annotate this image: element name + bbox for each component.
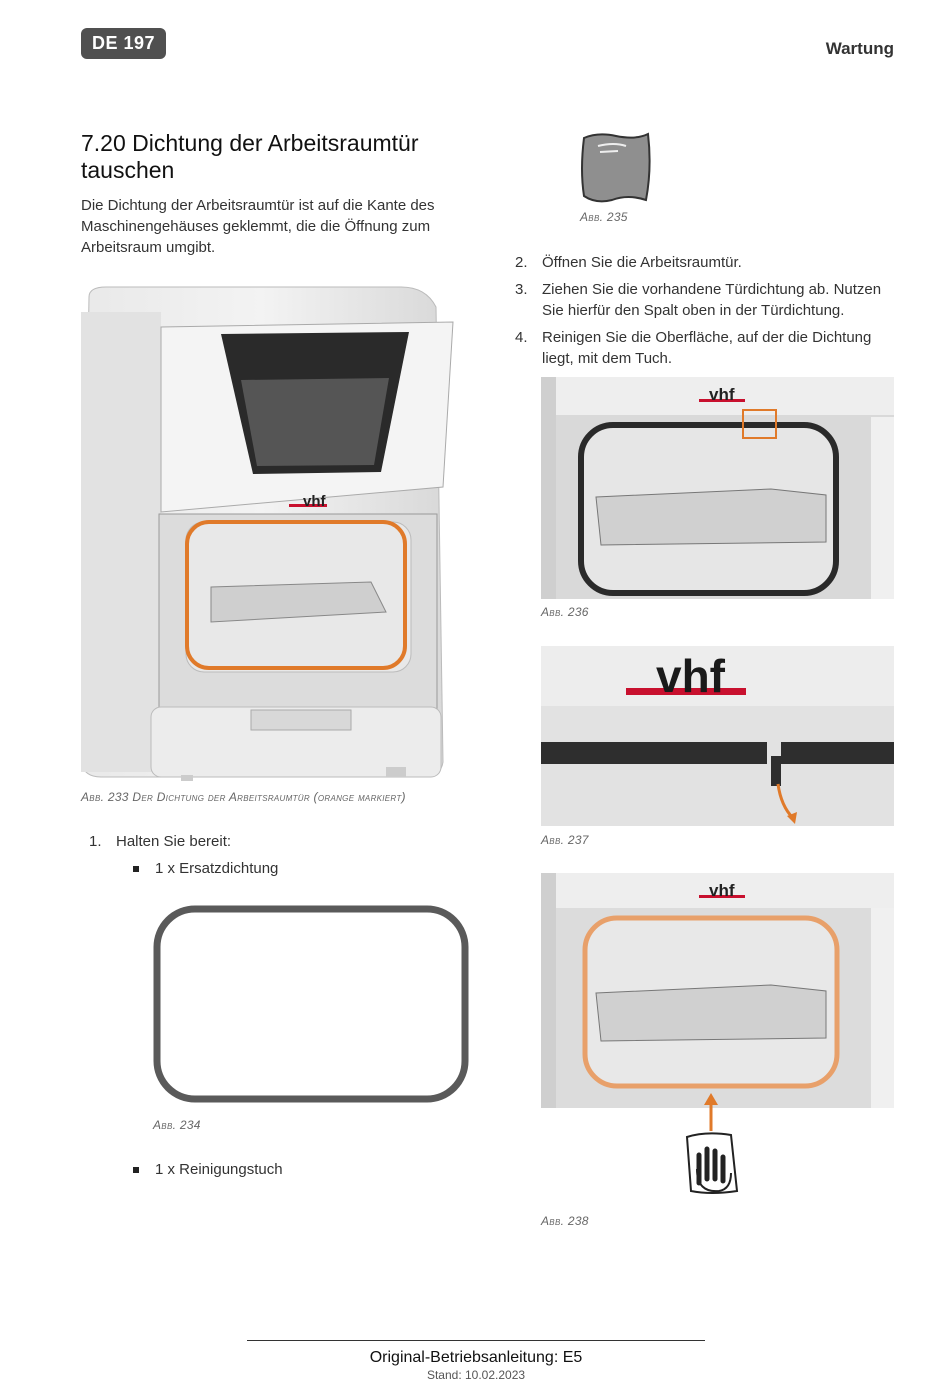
bullet-text: 1 x Ersatzdichtung xyxy=(155,860,279,877)
svg-text:vhf: vhf xyxy=(709,385,735,404)
figure-caption-237: Abb. 237 xyxy=(541,833,589,847)
step-3: 3. Ziehen Sie die vorhandene Türdichtung… xyxy=(515,279,905,323)
step-number: 2. xyxy=(515,254,528,271)
seal-gap-detail: vhf xyxy=(541,646,894,826)
vhf-logo: vhf xyxy=(289,493,327,510)
svg-text:vhf: vhf xyxy=(656,650,726,702)
bullet-reinigungstuch: 1 x Reinigungstuch xyxy=(133,1161,433,1181)
figure-caption-233: Abb. 233 Der Dichtung der Arbeitsraumtür… xyxy=(81,790,406,804)
section-title: 7.20 Dichtung der Arbeitsraumtür tausche… xyxy=(81,130,419,183)
footer-title: Original-Betriebsanleitung: E5 xyxy=(369,1349,583,1366)
svg-text:vhf: vhf xyxy=(303,493,327,510)
cleaning-surface-view: vhf xyxy=(541,873,894,1208)
step-1: 1. Halten Sie bereit: xyxy=(89,831,469,853)
door-seal-view: vhf xyxy=(541,377,894,599)
step-number: 3. xyxy=(515,281,528,298)
step-4: 4. Reinigen Sie die Oberfläche, auf der … xyxy=(515,327,905,371)
bullet-text: 1 x Reinigungstuch xyxy=(155,1161,283,1178)
page-number-badge: DE 197 xyxy=(81,28,166,59)
cleaning-cloth-icon xyxy=(581,132,651,203)
step-text-line2: liegt, mit dem Tuch. xyxy=(542,350,673,367)
wiping-hand-icon xyxy=(685,1132,739,1194)
step-text: Halten Sie bereit: xyxy=(116,833,232,850)
bullet-marker xyxy=(133,1167,139,1173)
step-number: 4. xyxy=(515,329,528,346)
footer-date: Stand: 10.02.2023 xyxy=(426,1368,526,1382)
replacement-gasket-illustration xyxy=(153,905,469,1103)
machine-illustration: vhf xyxy=(81,282,456,787)
footer-divider xyxy=(247,1340,705,1341)
step-text-line1: Ziehen Sie die vorhandene Türdichtung ab… xyxy=(542,281,882,298)
step-text-line2: Sie hierfür den Spalt oben in der Türdic… xyxy=(542,302,845,319)
bullet-marker xyxy=(133,866,139,872)
section-header: Wartung xyxy=(825,39,894,58)
figure-caption-234: Abb. 234 xyxy=(153,1118,201,1132)
figure-caption-236: Abb. 236 xyxy=(541,605,589,619)
step-text: Öffnen Sie die Arbeitsraumtür. xyxy=(542,254,742,271)
step-2: 2. Öffnen Sie die Arbeitsraumtür. xyxy=(515,252,895,274)
step-text-line1: Reinigen Sie die Oberfläche, auf der die… xyxy=(542,329,872,346)
intro-text: Die Dichtung der Arbeitsraumtür ist auf … xyxy=(81,197,435,256)
svg-text:vhf: vhf xyxy=(709,881,735,900)
bullet-ersatzdichtung: 1 x Ersatzdichtung xyxy=(133,860,433,880)
figure-caption-238: Abb. 238 xyxy=(541,1214,589,1228)
figure-caption-235: Abb. 235 xyxy=(580,210,628,224)
step-number: 1. xyxy=(89,833,102,850)
